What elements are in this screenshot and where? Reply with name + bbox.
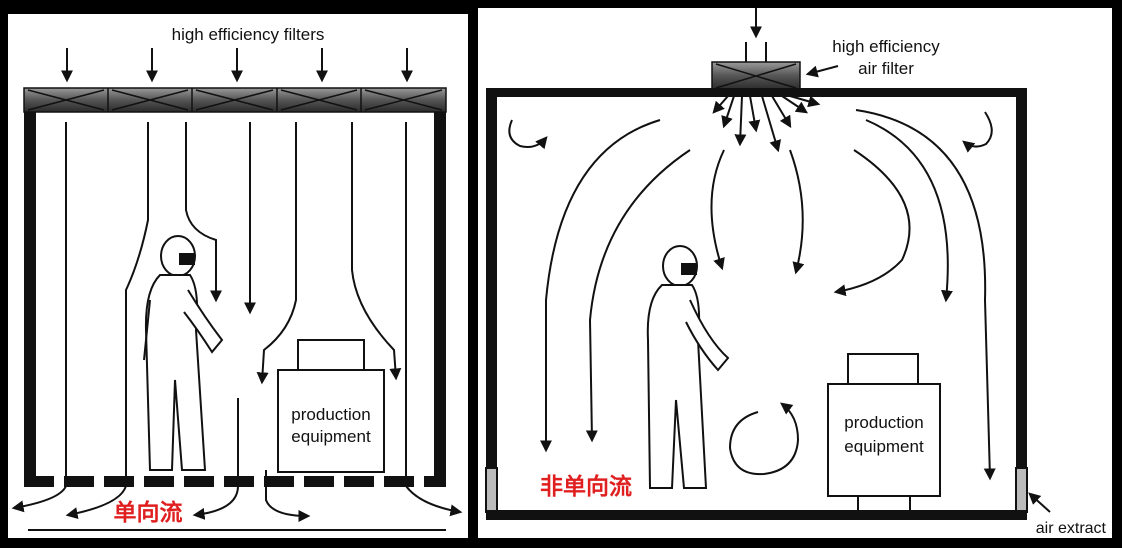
flow-type-label: 非单向流 — [540, 473, 632, 500]
airflow-line — [789, 149, 805, 275]
filter-bank — [23, 87, 447, 113]
left-wall — [24, 112, 36, 486]
floor — [486, 510, 1027, 520]
filter-pointer-arrow — [805, 65, 839, 78]
equipment-label-line2: equipment — [844, 437, 924, 456]
production-equipment-right: production equipment — [827, 353, 941, 510]
right-wall — [434, 112, 446, 486]
cleanroom-worker-figure-right — [646, 245, 730, 489]
left-wall — [486, 88, 497, 468]
eddy-arrow — [508, 119, 548, 150]
cleanroom-worker-figure — [143, 235, 224, 471]
airflow-line — [710, 149, 725, 271]
airflow-line — [585, 149, 691, 443]
airflow-line — [185, 122, 222, 303]
filters-label: high efficiency filters — [172, 25, 325, 44]
extract-pointer-arrow — [1028, 492, 1051, 513]
diffuser-jets — [712, 95, 821, 153]
airflow-line — [865, 119, 953, 303]
filter-label-line2: air filter — [858, 59, 914, 78]
circular-eddy — [728, 402, 800, 476]
right-wall — [1016, 88, 1027, 468]
equipment-label-line1: production — [291, 405, 370, 424]
airflow-line — [351, 122, 402, 381]
ceiling — [486, 88, 1026, 97]
unidirectional-flow-panel: high efficiency filters — [8, 14, 468, 538]
airflow-line — [405, 122, 463, 517]
airflow-line — [540, 119, 661, 453]
filter-label-line1: high efficiency — [832, 37, 940, 56]
inlet-duct — [745, 8, 767, 62]
airflow-line — [11, 122, 67, 513]
airflow-line — [65, 122, 149, 520]
turbulent-airflow — [508, 109, 996, 481]
equipment-label-line2: equipment — [291, 427, 371, 446]
right-extract-grille — [1015, 467, 1028, 513]
airflow-line — [192, 398, 239, 520]
production-equipment-left: production equipment — [277, 339, 385, 473]
left-extract-grille — [485, 467, 498, 513]
inlet-arrows — [61, 48, 413, 83]
airflow-line — [855, 109, 996, 481]
flow-type-label: 单向流 — [114, 499, 183, 526]
non-unidirectional-flow-panel: high efficiency air filter — [478, 8, 1112, 538]
eddy-arrow — [962, 111, 993, 153]
unidirectional-airflow — [11, 122, 463, 522]
airflow-line — [256, 122, 297, 385]
airflow-line — [265, 470, 311, 522]
air-extract-label: air extract — [1036, 520, 1107, 537]
equipment-label-line1: production — [844, 413, 923, 432]
hepa-filter-box — [711, 61, 801, 91]
airflow-line — [833, 149, 911, 297]
